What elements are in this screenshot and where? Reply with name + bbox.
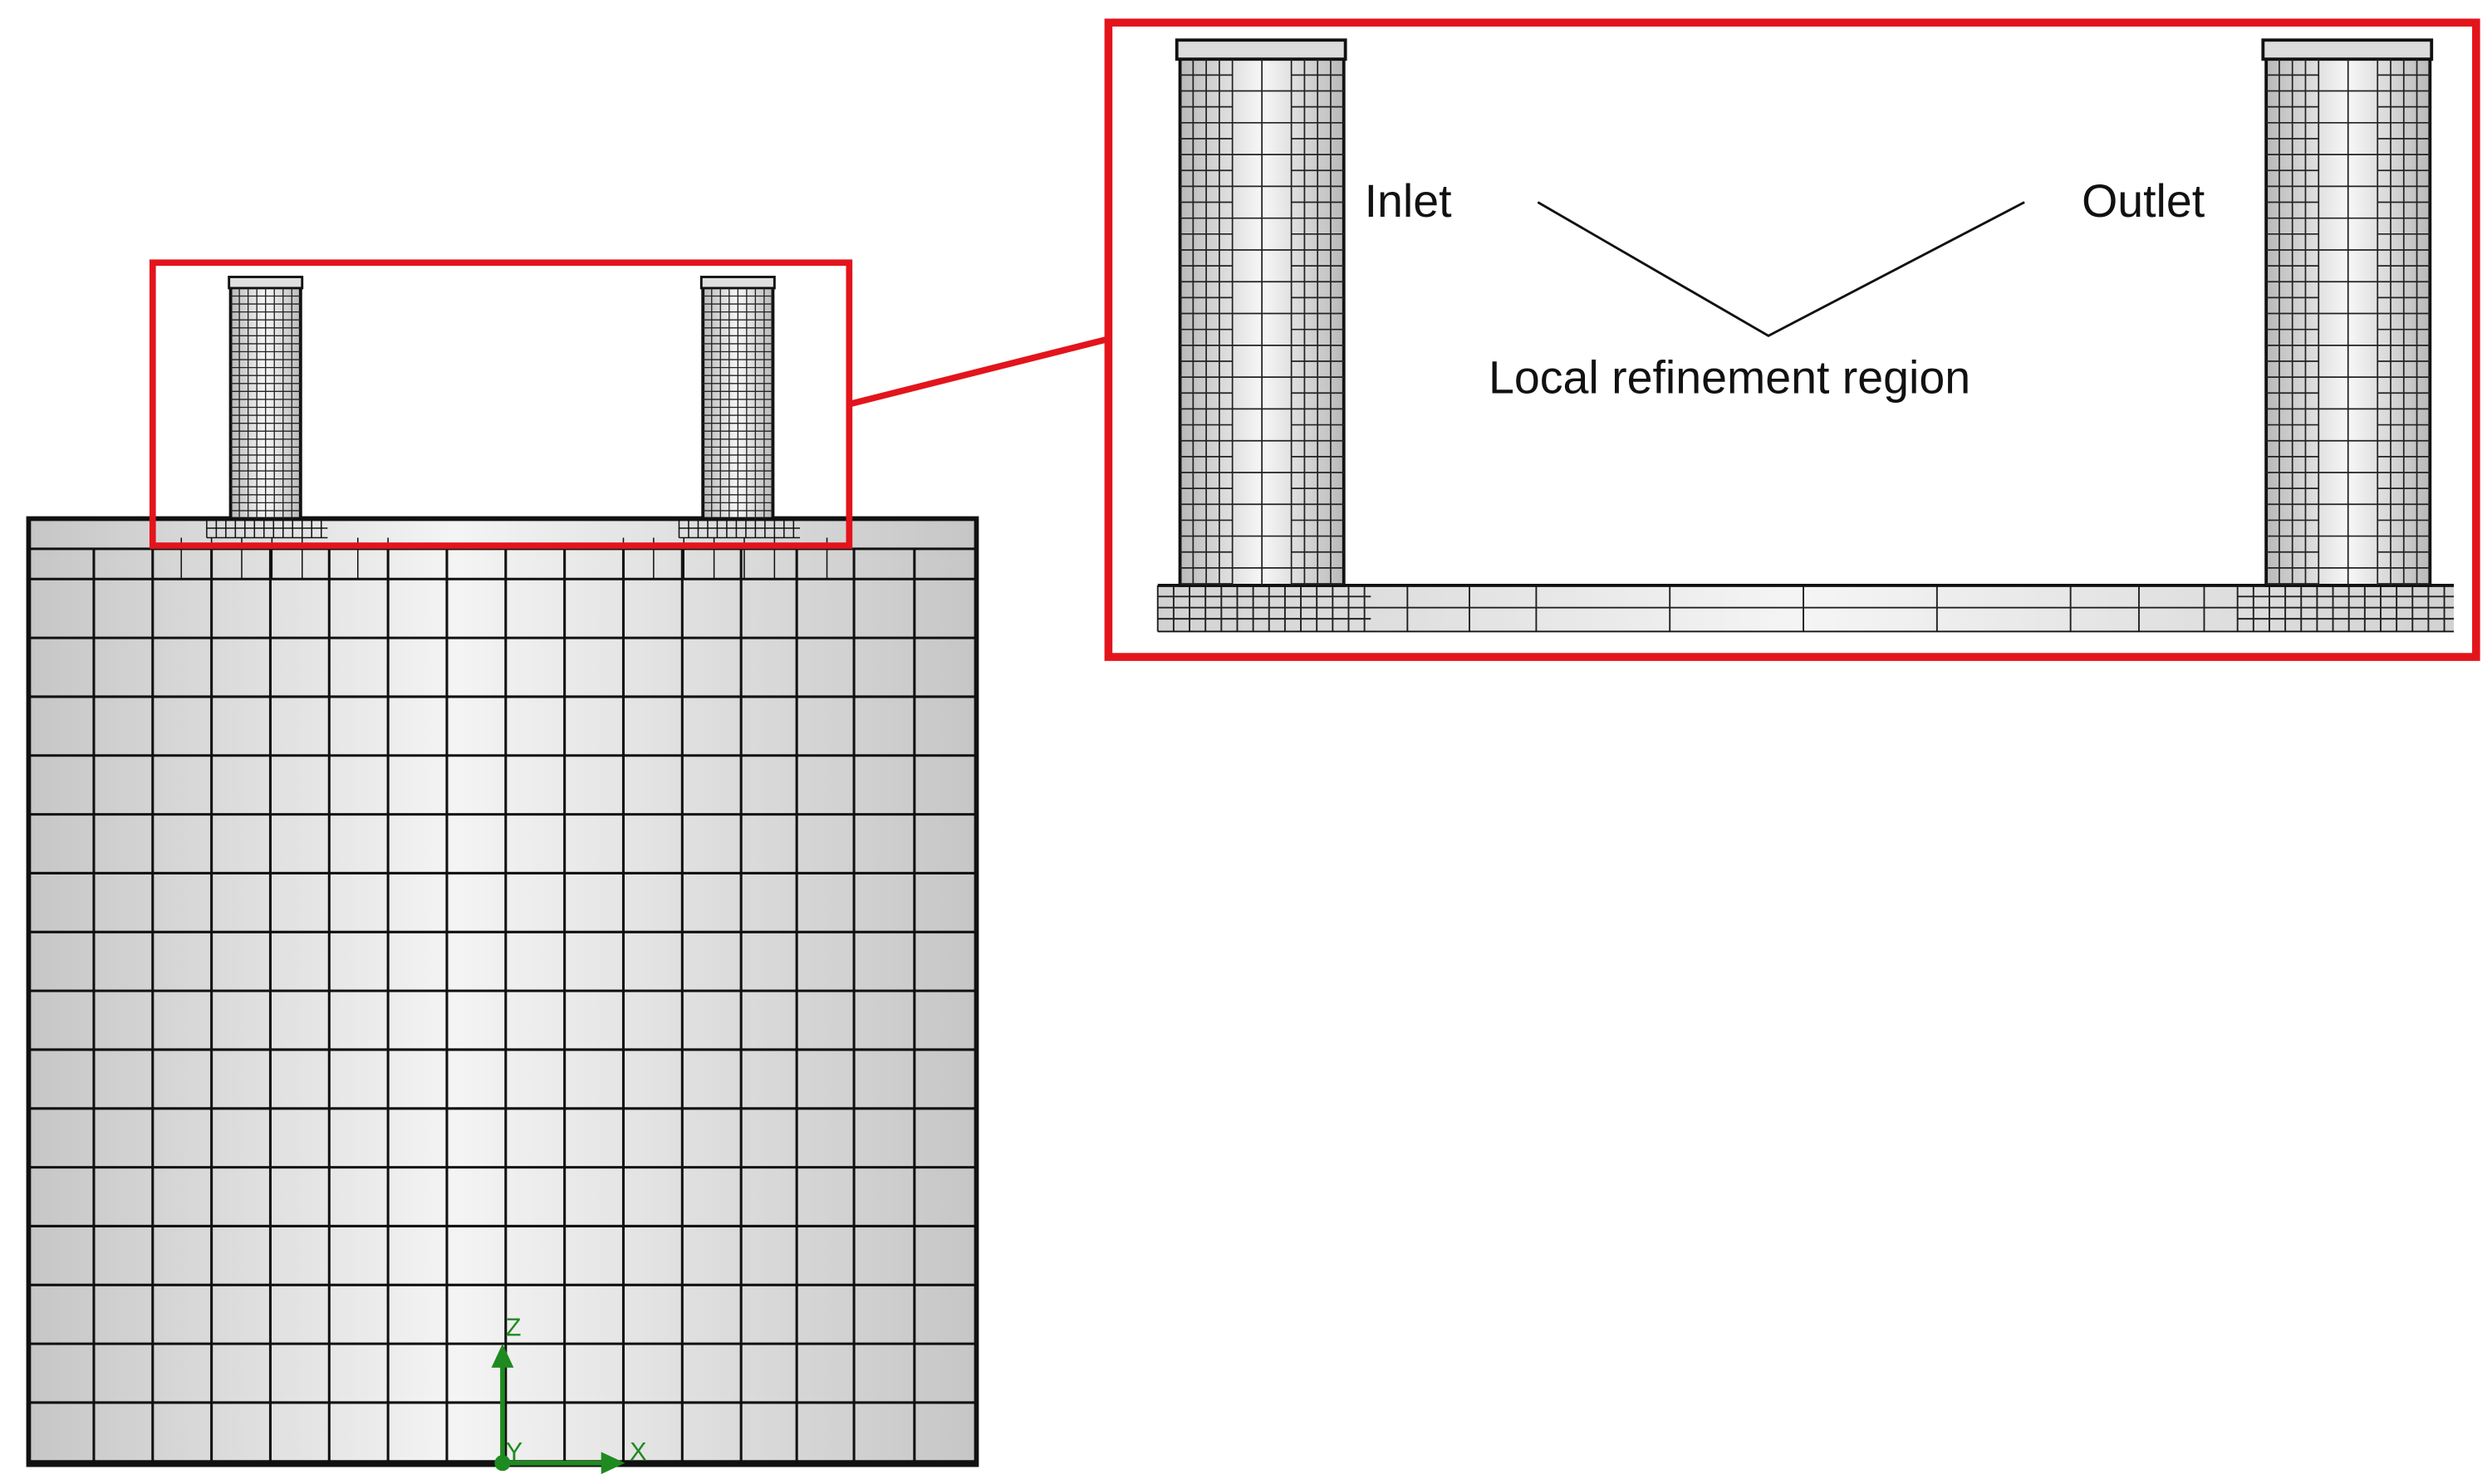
outlet-pipe-small — [699, 276, 776, 521]
inlet-label: Inlet — [1365, 175, 1453, 227]
outlet-label: Outlet — [2082, 175, 2205, 227]
inset-outlet-pipe — [2261, 38, 2434, 587]
zoom-inset: Inlet Outlet Local refinement region — [1104, 18, 2480, 661]
inset-inlet-pipe — [1175, 38, 1347, 587]
inlet-pipe-small — [228, 276, 304, 521]
refinement-label: Local refinement region — [1489, 351, 1970, 403]
axis-z-label: Z — [506, 1314, 522, 1342]
domain-grid-lines — [28, 547, 977, 1465]
axis-x-label: X — [630, 1437, 646, 1466]
domain-mesh — [26, 516, 979, 1467]
refined-cells-small — [180, 518, 828, 580]
coordinate-axes: Z Y X — [491, 1314, 647, 1475]
refinement-pointer-lines — [1537, 201, 2025, 337]
inset-base-grid — [1156, 585, 2455, 632]
inset-border — [1104, 18, 2480, 661]
axis-y-label: Y — [506, 1437, 522, 1466]
zoom-connector-line — [848, 335, 1110, 408]
